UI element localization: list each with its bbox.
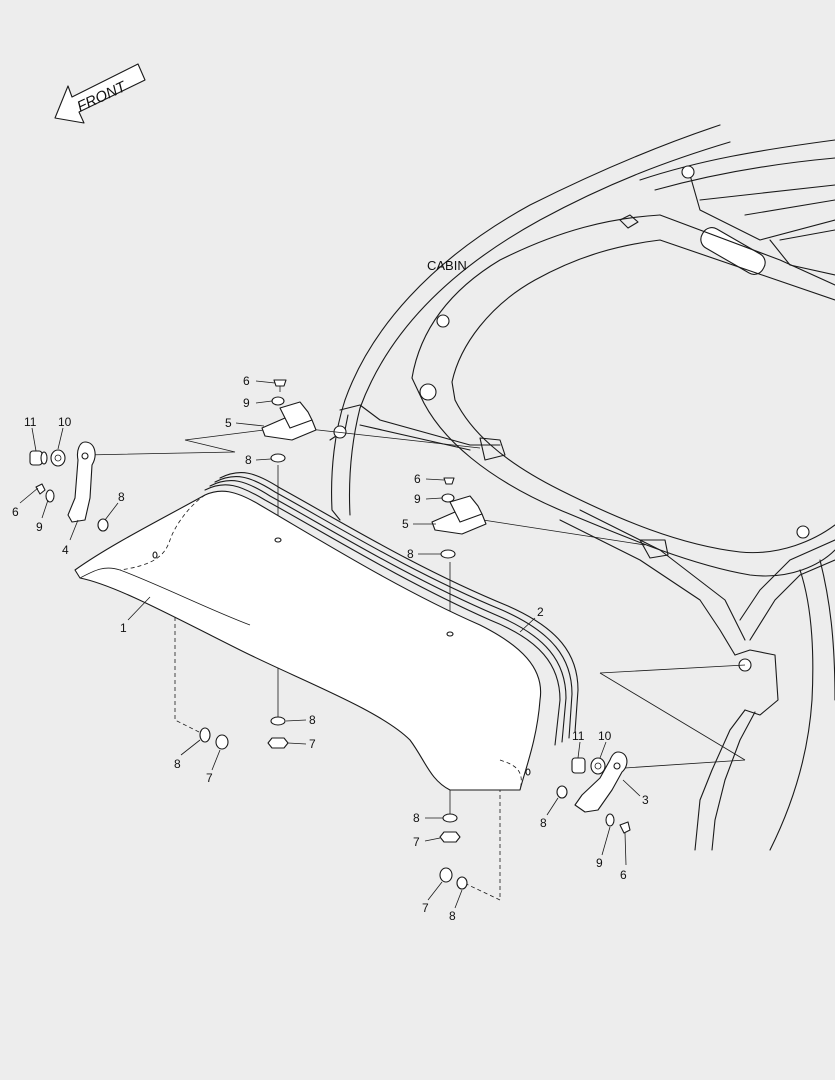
callout-center-7: 7	[413, 835, 420, 849]
callout-left-11: 11	[24, 415, 37, 429]
left-bracket	[67, 441, 96, 523]
callout-bottom-left-8: 8	[309, 713, 316, 727]
callout-right-8: 8	[540, 816, 547, 830]
front-arrow: FRONT	[54, 63, 146, 124]
callout-right-3: 3	[642, 793, 649, 807]
callout-seal-2: 2	[537, 605, 544, 619]
arrow-icon	[54, 63, 146, 124]
cover-panel	[74, 490, 542, 791]
right-bracket	[574, 751, 628, 813]
callout-hinge-right-8: 8	[407, 547, 414, 561]
callout-cover-1: 1	[120, 621, 127, 635]
callout-bottom-left-7: 7	[309, 737, 316, 751]
callout-right-10: 10	[598, 729, 612, 743]
callout-hinge-right-6: 6	[414, 472, 421, 486]
callout-bottom-7: 7	[422, 901, 429, 915]
fasteners	[29, 379, 631, 890]
callout-bottom-8: 8	[449, 909, 456, 923]
callout-numbers: 11 10 6 9 4 8 1 2 6 9 5 8 6 9 5 8 8 7 8 …	[12, 374, 649, 923]
callout-left-4: 4	[62, 543, 69, 557]
callout-right-9: 9	[596, 856, 603, 870]
callout-hinge-left-8: 8	[245, 453, 252, 467]
callout-left-10: 10	[58, 415, 72, 429]
hinge-plate-right	[431, 495, 487, 535]
cabin-outline	[329, 124, 835, 851]
callout-right-11: 11	[572, 729, 585, 743]
hinge-plate-left	[261, 401, 317, 441]
callout-leaders	[19, 380, 641, 909]
callout-hinge-left-9: 9	[243, 396, 250, 410]
callout-left-8: 8	[118, 490, 125, 504]
callout-hinge-right-5: 5	[402, 517, 409, 531]
callout-hinge-left-5: 5	[225, 416, 232, 430]
callout-hinge-right-9: 9	[414, 492, 421, 506]
callout-left-6: 6	[12, 505, 19, 519]
cabin-label: CABIN	[427, 258, 467, 273]
seal-strip	[204, 472, 579, 746]
callout-center-8: 8	[413, 811, 420, 825]
callout-right-6: 6	[620, 868, 627, 882]
callout-hinge-left-6: 6	[243, 374, 250, 388]
callout-left-9: 9	[36, 520, 43, 534]
callout-lower-left-7: 7	[206, 771, 213, 785]
callout-lower-left-8: 8	[174, 757, 181, 771]
